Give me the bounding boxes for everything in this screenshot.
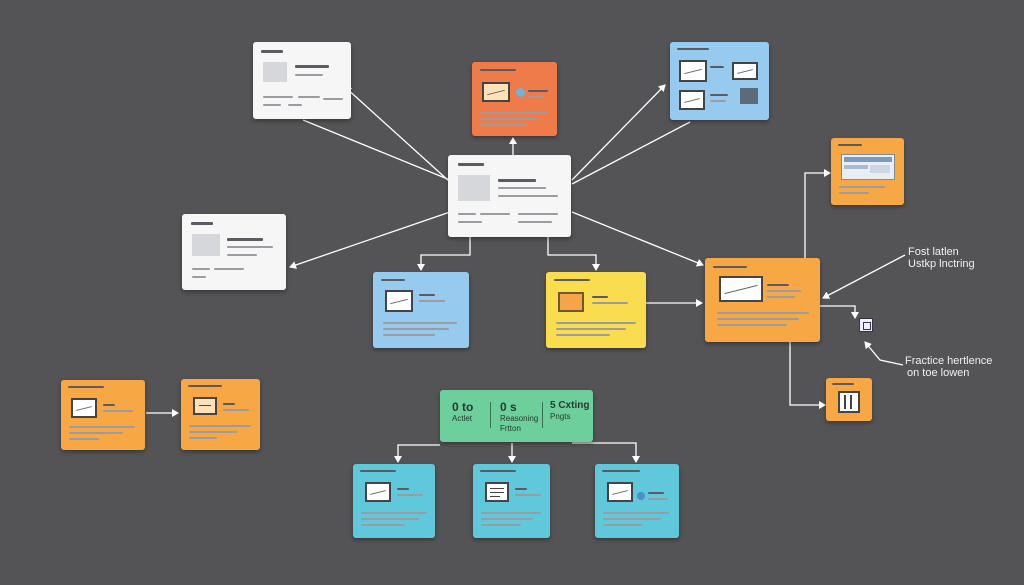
screen-card-teal-left[interactable]: [353, 464, 435, 538]
divider: [490, 402, 491, 428]
page-card-mid-left[interactable]: [182, 214, 286, 290]
annotation-line: Ustkp lnctring: [908, 258, 975, 271]
document-icon: [485, 482, 509, 502]
edge-center-to-topleft: [344, 86, 451, 183]
annotation-line: on toe lowen: [907, 367, 970, 380]
annotation-bottom-right: Fractice hertlence on toe lowen: [905, 355, 992, 379]
edge-green-to-teal-left: [394, 444, 440, 463]
edge-topleft-to-center: [302, 119, 451, 181]
summary-value: 0 to: [452, 400, 474, 414]
screen-card-orange-left[interactable]: [61, 380, 145, 450]
edge-center-to-blue-top: [571, 84, 666, 181]
summary-col-2: 0 s Reasoning Frtton: [500, 400, 544, 434]
dot-icon: [637, 492, 645, 500]
window-icon: [841, 154, 895, 180]
screen-card-orange-mid[interactable]: [181, 379, 260, 450]
image-thumbnail-icon: [71, 398, 97, 418]
edge-blue-top-to-center: [571, 121, 691, 185]
edge-annotation-bottom: [864, 341, 904, 366]
annotation-line: Fractice hertlence: [905, 355, 993, 367]
edge-center-to-lightblue: [417, 237, 471, 271]
screen-card-red[interactable]: [472, 62, 557, 136]
screen-card-orange-small-top[interactable]: [831, 138, 904, 205]
image-thumbnail-icon: [558, 292, 584, 312]
image-thumbnail-icon: [679, 60, 707, 82]
edge-center-to-midleft: [289, 211, 451, 269]
edge-green-to-teal-right: [572, 442, 640, 463]
image-block: [740, 88, 758, 104]
window-icon: [385, 290, 413, 312]
image-thumbnail-icon: [607, 482, 633, 502]
edge-bigorange-to-smallorange-bottom: [789, 342, 826, 409]
window-icon: [365, 482, 391, 502]
summary-label: Pngts: [550, 412, 571, 421]
edge-center-to-yellow: [547, 237, 600, 271]
screen-card-orange-large[interactable]: [705, 258, 820, 342]
page-card-center[interactable]: [448, 155, 571, 237]
summary-value: 0 s: [500, 400, 517, 414]
screen-card-teal-right[interactable]: [595, 464, 679, 538]
screen-card-yellow[interactable]: [546, 272, 646, 348]
annotation-line: Fost latlen: [908, 246, 959, 258]
screen-card-blue-top[interactable]: [670, 42, 769, 120]
summary-label: Actlet: [452, 414, 473, 424]
screen-card-teal-mid[interactable]: [473, 464, 550, 538]
summary-col-3: 5 Cxting Pngts: [550, 400, 593, 422]
edge-center-to-bigorange: [571, 211, 704, 267]
edge-bigorange-to-smallorange-top: [804, 169, 831, 258]
chart-thumbnail-icon: [482, 82, 510, 102]
edge-bigorange-to-icon: [820, 305, 859, 319]
summary-node-green[interactable]: 0 to Actlet 0 s Reasoning Frtton 5 Cxtin…: [440, 390, 593, 442]
dot-icon: [516, 88, 525, 97]
mail-icon: [679, 90, 705, 110]
screen-card-orange-small-bottom[interactable]: [826, 378, 872, 421]
edge-annotation-top: [822, 254, 906, 299]
summary-col-1: 0 to Actlet: [452, 400, 496, 424]
document-icon[interactable]: [859, 318, 873, 332]
annotation-top-right: Fost latlen Ustkp lnctring: [908, 246, 975, 270]
columns-icon: [838, 391, 860, 413]
summary-label: Reasoning: [500, 414, 539, 424]
divider: [542, 402, 543, 428]
image-thumbnail-icon: [732, 62, 758, 80]
window-icon: [719, 276, 763, 302]
summary-value: 5 Cxting: [550, 400, 590, 411]
summary-label: Frtton: [500, 423, 521, 433]
screen-card-lightblue[interactable]: [373, 272, 469, 348]
page-card-top-left[interactable]: [253, 42, 351, 119]
window-icon: [193, 397, 217, 415]
